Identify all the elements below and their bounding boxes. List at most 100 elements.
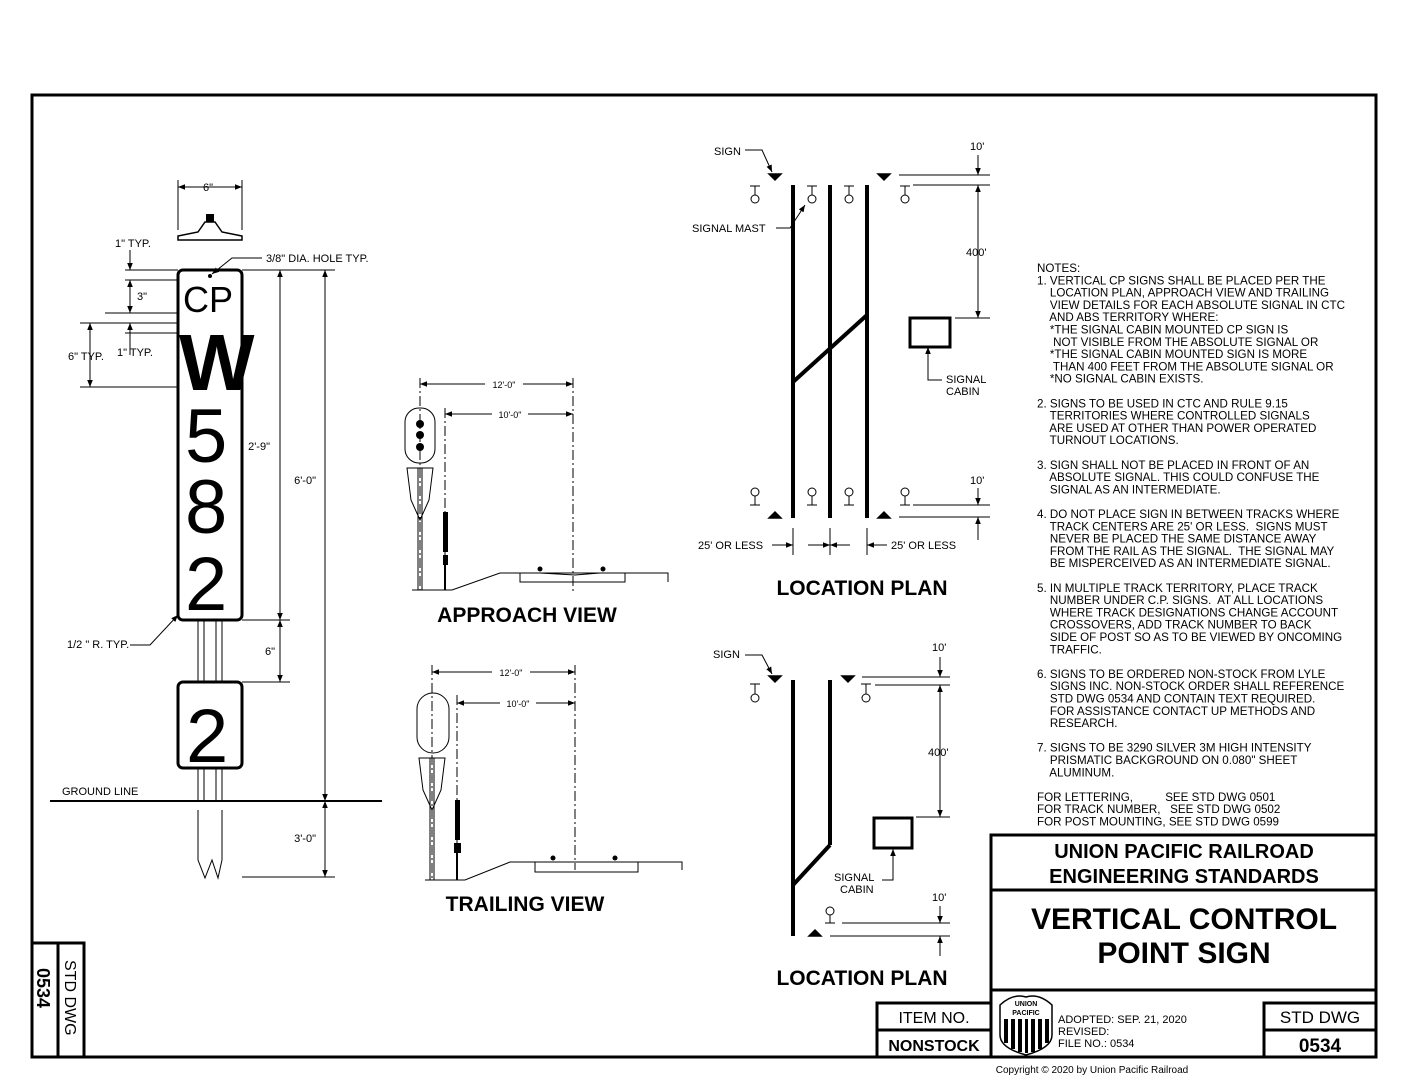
- note-line: NUMBER UNDER C.P. SIGNS. AT ALL LOCATION…: [1037, 594, 1323, 607]
- ground-line-label: GROUND LINE: [62, 786, 138, 798]
- note-line: 5. IN MULTIPLE TRACK TERRITORY, PLACE TR…: [1037, 582, 1318, 595]
- std-dwg-label: STD DWG: [1280, 1008, 1360, 1027]
- dim-3in: 3": [137, 291, 147, 303]
- location-plan-2: SIGN 10' 400' SIGNAL CABIN 10' LOCATION …: [713, 642, 950, 990]
- note-line: FROM THE RAIL AS THE SIGNAL. THE SIGNAL …: [1037, 545, 1334, 558]
- side-std-dwg-label: STD DWG: [61, 960, 78, 1036]
- signal-mast-label: SIGNAL MAST: [692, 223, 766, 235]
- note-line: FOR TRACK NUMBER, SEE STD DWG 0502: [1037, 803, 1280, 816]
- cabin-label-2: CABIN: [840, 884, 874, 896]
- sign-5: 5: [185, 394, 227, 479]
- note-line: *THE SIGNAL CABIN MOUNTED CP SIGN IS: [1037, 324, 1289, 337]
- note-line: ABSOLUTE SIGNAL. THIS COULD CONFUSE THE: [1037, 471, 1320, 484]
- dim-6-typ: 6" TYP.: [68, 351, 104, 363]
- sign-8: 8: [185, 465, 227, 550]
- note-line: 3. SIGN SHALL NOT BE PLACED IN FRONT OF …: [1037, 459, 1309, 472]
- note-line: 2. SIGNS TO BE USED IN CTC AND RULE 9.15: [1037, 397, 1288, 410]
- signal-cabin: [872, 816, 914, 850]
- note-line: NOT VISIBLE FROM THE ABSOLUTE SIGNAL OR: [1037, 336, 1318, 349]
- dim-10ft-top: 10': [932, 642, 946, 654]
- dim-10ft-bottom: 10': [932, 892, 946, 904]
- drawing-title-1: VERTICAL CONTROL: [1031, 903, 1337, 936]
- sign-w: W: [179, 318, 255, 407]
- signal-cabin: [908, 316, 952, 349]
- note-line: SIDE OF POST SO AS TO BE VIEWED BY ONCOM…: [1037, 631, 1342, 644]
- adopted-date: ADOPTED: SEP. 21, 2020: [1058, 1014, 1187, 1026]
- note-line: TRAFFIC.: [1037, 643, 1102, 656]
- note-line: 7. SIGNS TO BE 3290 SILVER 3M HIGH INTEN…: [1037, 742, 1312, 755]
- note-line: 6. SIGNS TO BE ORDERED NON-STOCK FROM LY…: [1037, 668, 1326, 681]
- note-line: FOR ASSISTANCE CONTACT UP METHODS AND: [1037, 705, 1315, 718]
- note-line: THAN 400 FEET FROM THE ABSOLUTE SIGNAL O…: [1037, 360, 1334, 373]
- note-line: RESEARCH.: [1037, 717, 1118, 730]
- dim-10ft: 10'-0": [507, 699, 530, 709]
- dim-2-9: 2'-9": [248, 441, 270, 453]
- note-line: PRISMATIC BACKGROUND ON 0.080" SHEET: [1037, 754, 1297, 767]
- note-line: TRACK CENTERS ARE 25' OR LESS. SIGNS MUS…: [1037, 520, 1328, 533]
- note-line: FOR LETTERING, SEE STD DWG 0501: [1037, 791, 1275, 804]
- svg-text:UNION: UNION: [1015, 1001, 1038, 1008]
- cabin-label: SIGNAL: [834, 872, 874, 884]
- drawing-title-2: POINT SIGN: [1097, 937, 1270, 970]
- note-line: SIGNS INC. NON-STOCK ORDER SHALL REFEREN…: [1037, 680, 1345, 693]
- revised: REVISED:: [1058, 1026, 1109, 1038]
- item-no-label: ITEM NO.: [898, 1010, 969, 1027]
- dim-1-typ: 1" TYP.: [115, 238, 151, 250]
- union-pacific-logo: UNION PACIFIC: [999, 995, 1053, 1056]
- note-line: *THE SIGNAL CABIN MOUNTED SIGN IS MORE: [1037, 348, 1307, 361]
- sign-cp: CP: [183, 279, 233, 320]
- note-line: VIEW DETAILS FOR EACH ABSOLUTE SIGNAL IN…: [1037, 299, 1345, 312]
- sign-2: 2: [185, 542, 227, 627]
- sign-label: SIGN: [714, 146, 741, 158]
- dim-right: 25' OR LESS: [891, 540, 956, 552]
- dim-1-typ-2: 1" TYP.: [117, 347, 153, 359]
- note-line: *NO SIGNAL CABIN EXISTS.: [1037, 373, 1203, 386]
- side-std-dwg-number: 0534: [33, 968, 53, 1008]
- note-line: WHERE TRACK DESIGNATIONS CHANGE ACCOUNT: [1037, 606, 1338, 619]
- location-plan-title: LOCATION PLAN: [776, 577, 947, 600]
- dim-10ft-top: 10': [970, 141, 984, 153]
- item-no-value: NONSTOCK: [888, 1038, 980, 1055]
- approach-view-title: APPROACH VIEW: [437, 604, 617, 627]
- approach-view: 12'-0" 10'-0" APPROACH VIEW: [404, 378, 669, 627]
- dim-radius: 1/2 " R. TYP.: [67, 639, 129, 651]
- cabin-label: SIGNAL: [946, 374, 986, 386]
- dim-6in: 6": [265, 646, 275, 658]
- dim-6-0: 6'-0": [294, 475, 316, 487]
- notes: NOTES: 1. VERTICAL CP SIGNS SHALL BE PLA…: [1037, 262, 1345, 829]
- dim-400ft: 400': [966, 247, 986, 259]
- note-line: SIGNAL AS AN INTERMEDIATE.: [1037, 483, 1221, 496]
- dim-12ft: 12'-0": [500, 668, 523, 678]
- notes-heading: NOTES:: [1037, 262, 1080, 275]
- note-line: LOCATION PLAN, APPROACH VIEW AND TRAILIN…: [1037, 287, 1329, 300]
- std-dwg-number: 0534: [1299, 1036, 1342, 1057]
- dim-hole: 3/8" DIA. HOLE TYP.: [266, 253, 369, 265]
- cabin-label-2: CABIN: [946, 386, 980, 398]
- copyright: Copyright © 2020 by Union Pacific Railro…: [996, 1065, 1188, 1076]
- trailing-view-title: TRAILING VIEW: [446, 893, 605, 916]
- note-line: FOR POST MOUNTING, SEE STD DWG 0599: [1037, 816, 1279, 829]
- dim-400ft: 400': [928, 747, 948, 759]
- signal-head-back: [416, 692, 450, 754]
- trailing-view: 12'-0" 10'-0" TRAILING VIEW: [416, 665, 683, 916]
- dim-10ft-bottom: 10': [970, 475, 984, 487]
- file-no: FILE NO.: 0534: [1058, 1038, 1134, 1050]
- note-line: BE MISPERCEIVED AS AN INTERMEDIATE SIGNA…: [1037, 557, 1331, 570]
- title-block: UNION PACIFIC RAILROAD ENGINEERING STAND…: [30, 833, 1378, 1076]
- note-line: ARE USED AT OTHER THAN POWER OPERATED: [1037, 422, 1316, 435]
- dim-3-0: 3'-0": [294, 833, 316, 845]
- location-plan-title: LOCATION PLAN: [776, 967, 947, 990]
- note-line: 1. VERTICAL CP SIGNS SHALL BE PLACED PER…: [1037, 274, 1326, 287]
- note-line: TERRITORIES WHERE CONTROLLED SIGNALS: [1037, 410, 1310, 423]
- dim-10ft: 10'-0": [499, 410, 522, 420]
- note-line: AND ABS TERRITORY WHERE:: [1037, 311, 1218, 324]
- sign-label: SIGN: [713, 649, 740, 661]
- note-line: ALUMINUM.: [1037, 766, 1114, 779]
- dim-left: 25' OR LESS: [698, 540, 763, 552]
- cp-sign-panel: [176, 268, 244, 622]
- drawing-border: [30, 93, 1378, 1059]
- note-line: 4. DO NOT PLACE SIGN IN BETWEEN TRACKS W…: [1037, 508, 1340, 521]
- org-name: UNION PACIFIC RAILROAD: [1054, 841, 1314, 863]
- signal-head: [404, 407, 436, 464]
